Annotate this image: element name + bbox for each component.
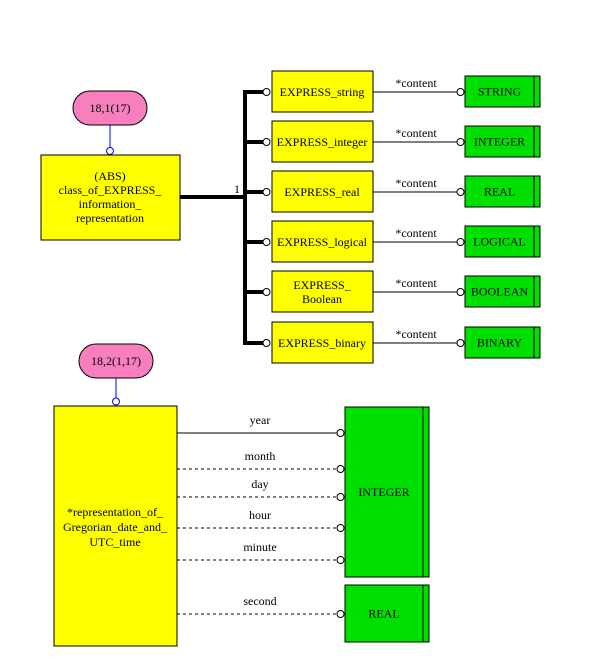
- subtype-real[interactable]: EXPRESS_real *content: [245, 170, 465, 213]
- attribute-label: *content: [395, 176, 437, 190]
- type-label: INTEGER: [358, 485, 409, 499]
- attribute-second[interactable]: second: [177, 594, 345, 618]
- subtype-entity-shape[interactable]: [271, 321, 374, 364]
- type-label: INTEGER: [474, 135, 525, 149]
- attribute-label: *content: [395, 327, 437, 341]
- attribute-end-circle: [456, 138, 465, 146]
- type-box-shape[interactable]: [464, 275, 541, 308]
- date-time-entity-box[interactable]: *representation_of_Gregorian_date_and_UT…: [53, 405, 178, 647]
- type-box-integer[interactable]: INTEGER: [344, 406, 430, 578]
- type-label: BINARY: [477, 336, 523, 350]
- entity-label: UTC_time: [89, 535, 140, 549]
- entity-shape[interactable]: [53, 405, 178, 647]
- type-box-logical[interactable]: LOGICAL: [464, 225, 541, 258]
- subtype-entity-shape[interactable]: [271, 70, 374, 113]
- attribute-year[interactable]: year: [177, 413, 345, 437]
- attribute-end-circle: [456, 188, 465, 196]
- subtype-entity-shape[interactable]: [271, 120, 374, 163]
- type-label: REAL: [484, 185, 515, 199]
- type-label: STRING: [478, 85, 522, 99]
- cardinality-label: 1: [234, 182, 240, 196]
- subtype-entity-label: Boolean: [302, 292, 342, 306]
- attribute-end-circle: [336, 465, 345, 473]
- attribute-label: hour: [249, 508, 271, 522]
- type-box-shape[interactable]: [464, 125, 541, 158]
- subtype-end-circle: [262, 238, 271, 246]
- attribute-end-circle: [456, 288, 465, 296]
- type-box-shape[interactable]: [464, 175, 541, 208]
- attribute-hour[interactable]: hour: [177, 508, 345, 532]
- type-box-real[interactable]: REAL: [464, 175, 541, 208]
- type-label: BOOLEAN: [471, 285, 529, 299]
- subtype-string[interactable]: EXPRESS_string *content: [245, 70, 465, 113]
- attribute-end-circle: [336, 429, 345, 437]
- type-box-shape[interactable]: [464, 225, 541, 258]
- entity-label: *representation_of_: [67, 505, 164, 519]
- attribute-label: *content: [395, 276, 437, 290]
- subtype-end-circle: [262, 288, 271, 296]
- entity-label: information_: [79, 197, 143, 211]
- entity-label: Gregorian_date_and_: [63, 520, 168, 534]
- subtype-entity-label: EXPRESS_string: [280, 85, 365, 99]
- type-box-shape[interactable]: [344, 584, 430, 643]
- subtype-end-circle: [262, 88, 271, 96]
- subtype-entity-label: EXPRESS_binary: [278, 336, 366, 350]
- attribute-label: month: [245, 449, 276, 463]
- type-box-boolean[interactable]: BOOLEAN: [464, 275, 541, 308]
- subtype-entity-label: EXPRESS_: [293, 278, 351, 292]
- subtype-binary[interactable]: EXPRESS_binary *content: [245, 321, 465, 364]
- entity-label: class_of_EXPRESS_: [59, 183, 163, 197]
- subtype-end-circle: [262, 188, 271, 196]
- entity-label: (ABS): [94, 169, 125, 183]
- page-reference-end-circle: [112, 397, 120, 406]
- page-reference-18-1[interactable]: 18,1(17): [72, 90, 148, 126]
- type-box-shape[interactable]: [464, 326, 541, 359]
- attribute-end-circle: [456, 339, 465, 347]
- type-box-shape[interactable]: [464, 75, 541, 108]
- attribute-label: year: [250, 413, 271, 427]
- page-reference-label: 18,1(17): [90, 101, 131, 115]
- attribute-end-circle: [456, 88, 465, 96]
- page-reference-label: 18,2(1,17): [91, 354, 141, 368]
- type-label: LOGICAL: [473, 235, 526, 249]
- attribute-end-circle: [456, 238, 465, 246]
- subtype-entity-label: EXPRESS_real: [284, 185, 360, 199]
- attribute-label: *content: [395, 126, 437, 140]
- type-label: REAL: [368, 607, 399, 621]
- attribute-end-circle: [336, 524, 345, 532]
- attribute-end-circle: [336, 493, 345, 501]
- attribute-label: *content: [395, 76, 437, 90]
- type-box-shape[interactable]: [344, 406, 430, 578]
- type-box-binary[interactable]: BINARY: [464, 326, 541, 359]
- subtype-entity-label: EXPRESS_logical: [277, 235, 368, 249]
- subtype-entity-shape[interactable]: [271, 220, 374, 263]
- attribute-label: day: [251, 477, 268, 491]
- subtype-end-circle: [262, 138, 271, 146]
- attribute-label: *content: [395, 226, 437, 240]
- attribute-day[interactable]: day: [177, 477, 345, 501]
- entity-shape[interactable]: [40, 154, 181, 241]
- attribute-month[interactable]: month: [177, 449, 345, 473]
- subtype-boolean[interactable]: EXPRESS_Boolean *content: [245, 270, 465, 313]
- entity-label: representation: [76, 211, 144, 225]
- type-box-integer[interactable]: INTEGER: [464, 125, 541, 158]
- subtype-entity-label: EXPRESS_integer: [277, 135, 368, 149]
- attribute-minute[interactable]: minute: [177, 540, 345, 564]
- subtype-entity-shape[interactable]: [271, 270, 374, 313]
- page-reference-end-circle: [106, 147, 114, 155]
- attribute-end-circle: [336, 556, 345, 564]
- attribute-label: minute: [243, 540, 276, 554]
- type-box-real[interactable]: REAL: [344, 584, 430, 643]
- subtype-logical[interactable]: EXPRESS_logical *content: [245, 220, 465, 263]
- subtype-end-circle: [262, 339, 271, 347]
- attribute-end-circle: [336, 610, 345, 618]
- supertype-entity-box[interactable]: (ABS)class_of_EXPRESS_information_repres…: [40, 154, 181, 241]
- attribute-label: second: [243, 594, 276, 608]
- subtype-entity-shape[interactable]: [271, 170, 374, 213]
- subtype-integer[interactable]: EXPRESS_integer *content: [245, 120, 465, 163]
- page-reference-18-2[interactable]: 18,2(1,17): [78, 343, 154, 379]
- type-box-string[interactable]: STRING: [464, 75, 541, 108]
